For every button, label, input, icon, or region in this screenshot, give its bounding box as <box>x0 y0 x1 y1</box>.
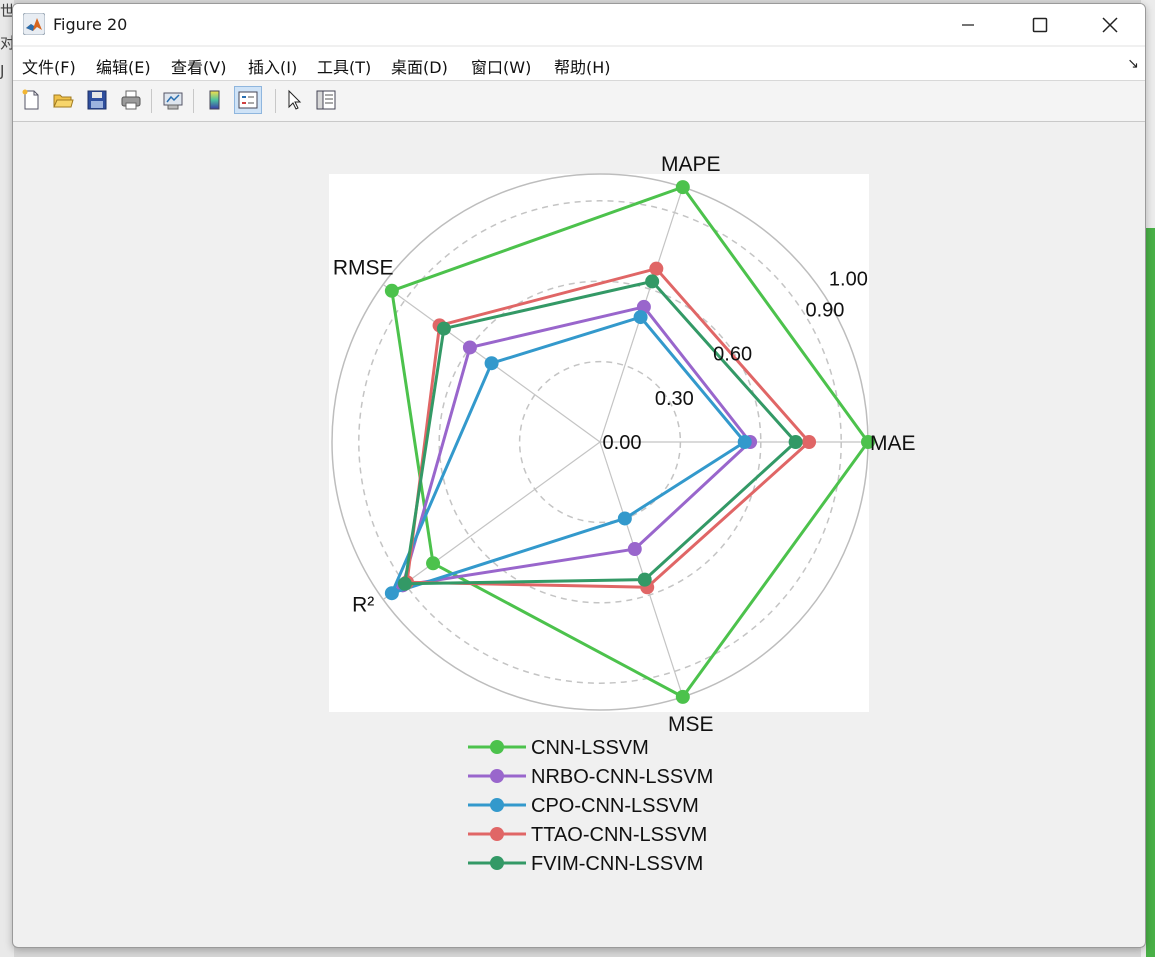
radial-tick-label: 0.60 <box>713 344 752 366</box>
legend-swatch-marker <box>490 798 504 812</box>
maximize-button[interactable] <box>1005 4 1075 45</box>
series-point <box>617 511 632 526</box>
figure-window: Figure 20 文件(F) 编辑(E) 查看(V) 插入(I) 工具(T) … <box>12 3 1146 948</box>
radar-series <box>384 180 875 704</box>
series-point <box>384 283 399 298</box>
background-char: J <box>0 62 5 80</box>
title-bar[interactable]: Figure 20 <box>13 4 1145 45</box>
background-char: 对 <box>0 34 16 52</box>
axis-label: MAE <box>870 432 916 455</box>
series-point <box>462 340 477 355</box>
legend-swatch-marker <box>490 827 504 841</box>
radial-tick-label: 1.00 <box>829 269 868 291</box>
series-point <box>675 180 690 195</box>
save-icon[interactable] <box>83 86 111 114</box>
matlab-icon <box>22 12 46 36</box>
print-icon[interactable] <box>117 86 145 114</box>
series-point <box>397 576 412 591</box>
menu-desktop[interactable]: 桌面(D) <box>391 58 448 77</box>
radial-tick-label: 0.00 <box>603 432 642 454</box>
legend-label: CNN-LSSVM <box>531 737 649 759</box>
series-point <box>802 435 817 449</box>
series-point <box>645 274 660 289</box>
menu-file[interactable]: 文件(F) <box>22 58 76 77</box>
legend-icon[interactable] <box>234 86 262 114</box>
series-point <box>436 321 451 336</box>
series-point <box>637 572 652 587</box>
legend-swatch-marker <box>490 740 504 754</box>
menu-tools[interactable]: 工具(T) <box>317 58 372 77</box>
link-plot-icon[interactable] <box>159 86 187 114</box>
legend-swatch-marker <box>490 769 504 783</box>
toolbar <box>13 81 1145 122</box>
background-green-strip <box>1146 228 1155 957</box>
series-point <box>737 435 752 449</box>
close-button[interactable] <box>1075 4 1145 45</box>
background-char: 世 <box>0 2 16 20</box>
dock-arrow-icon[interactable]: ↘ <box>1127 55 1139 71</box>
series-line <box>403 279 798 586</box>
axis-label: RMSE <box>333 256 394 279</box>
series-point <box>649 261 664 276</box>
series-point <box>861 435 875 449</box>
menu-help[interactable]: 帮助(H) <box>554 58 611 77</box>
pointer-icon[interactable] <box>280 86 308 114</box>
series-line <box>401 305 752 587</box>
menu-bar: 文件(F) 编辑(E) 查看(V) 插入(I) 工具(T) 桌面(D) 窗口(W… <box>13 47 1145 81</box>
colorbar-icon[interactable] <box>201 86 229 114</box>
axis-label: MSE <box>668 713 714 736</box>
minimize-button[interactable] <box>933 4 1003 45</box>
axis-label: R² <box>352 594 374 617</box>
series-point <box>426 556 441 571</box>
series-line <box>390 185 870 699</box>
property-inspector-icon[interactable] <box>312 86 340 114</box>
legend-label: CPO-CNN-LSSVM <box>531 795 699 817</box>
series-line <box>390 315 747 595</box>
axis-label: MAPE <box>661 153 721 176</box>
menu-insert[interactable]: 插入(I) <box>248 58 298 77</box>
series-point <box>633 310 648 325</box>
legend-swatch-marker <box>490 856 504 870</box>
radar-grid <box>331 173 869 711</box>
menu-view[interactable]: 查看(V) <box>171 58 227 77</box>
series-point <box>484 356 499 371</box>
radial-tick-label: 0.30 <box>655 388 694 410</box>
series-point <box>627 542 642 557</box>
legend-label: FVIM-CNN-LSSVM <box>531 853 703 875</box>
series-point <box>675 689 690 704</box>
menu-edit[interactable]: 编辑(E) <box>96 58 151 77</box>
open-file-icon[interactable] <box>49 86 77 114</box>
legend-label: TTAO-CNN-LSSVM <box>531 824 707 846</box>
series-point <box>788 435 803 449</box>
legend-label: NRBO-CNN-LSSVM <box>531 766 713 788</box>
series-point <box>384 586 399 601</box>
spoke-line <box>382 441 601 601</box>
legend: CNN-LSSVM NRBO-CNN-LSSVM CPO-CNN-LSSVM TTAO… <box>468 737 713 875</box>
radial-tick-label: 0.90 <box>805 299 844 321</box>
new-figure-icon[interactable] <box>17 86 45 114</box>
background-window-left <box>0 0 14 957</box>
spoke-line <box>599 441 684 698</box>
menu-window[interactable]: 窗口(W) <box>471 58 532 77</box>
window-title: Figure 20 <box>53 15 128 34</box>
